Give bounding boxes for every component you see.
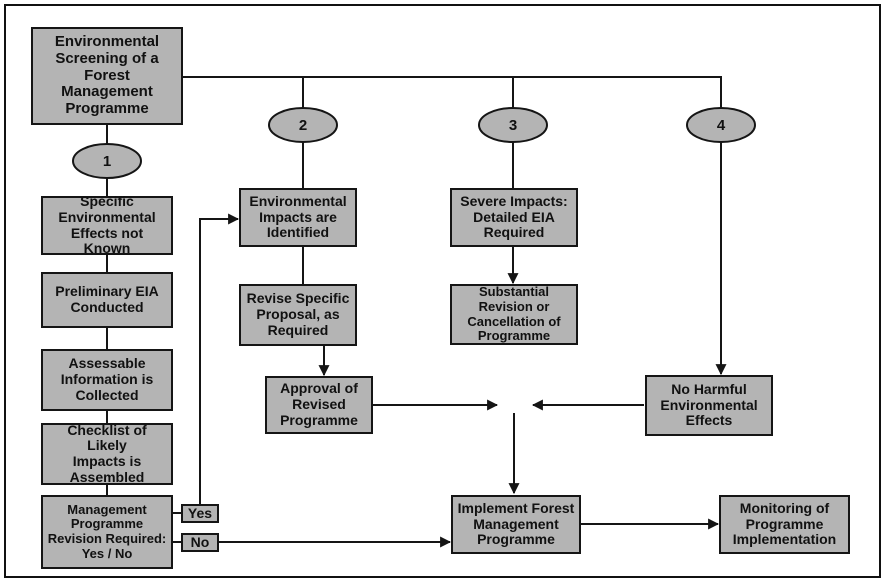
yes-label: Yes [181,504,219,523]
severe-impacts-box: Severe Impacts: Detailed EIA Required [450,188,578,247]
step-information-collected: Assessable Information is Collected [41,349,173,411]
monitoring-box: Monitoring of Programme Implementation [719,495,850,554]
no-label: No [181,533,219,552]
connector-yes-identified [199,213,240,505]
approval-revised-box: Approval of Revised Programme [265,376,373,434]
step-revision-required: Management Programme Revision Required: … [41,495,173,569]
node-number-4: 4 [717,117,726,134]
node-oval-1: 1 [72,143,142,179]
no-harmful-effects-box: No Harmful Environmental Effects [645,375,773,436]
substantial-revision-box: Substantial Revision or Cancellation of … [450,284,578,345]
node-number-2: 2 [299,117,307,134]
node-oval-2: 2 [268,107,338,143]
node-oval-4: 4 [686,107,756,143]
impacts-identified-box: Environmental Impacts are Identified [239,188,357,247]
revise-proposal-box: Revise Specific Proposal, as Required [239,284,357,346]
node-number-3: 3 [509,117,517,134]
step-effects-not-known: Specific Environmental Effects not Known [41,193,173,256]
title-box: Environmental Screening of a Forest Mana… [31,27,183,125]
node-number-1: 1 [103,153,111,170]
node-oval-3: 3 [478,107,548,143]
step-checklist-assembled: Checklist of Likely Impacts is Assembled [41,422,173,485]
implement-programme-box: Implement Forest Management Programme [451,495,581,554]
step-preliminary-eia: Preliminary EIA Conducted [41,272,173,328]
